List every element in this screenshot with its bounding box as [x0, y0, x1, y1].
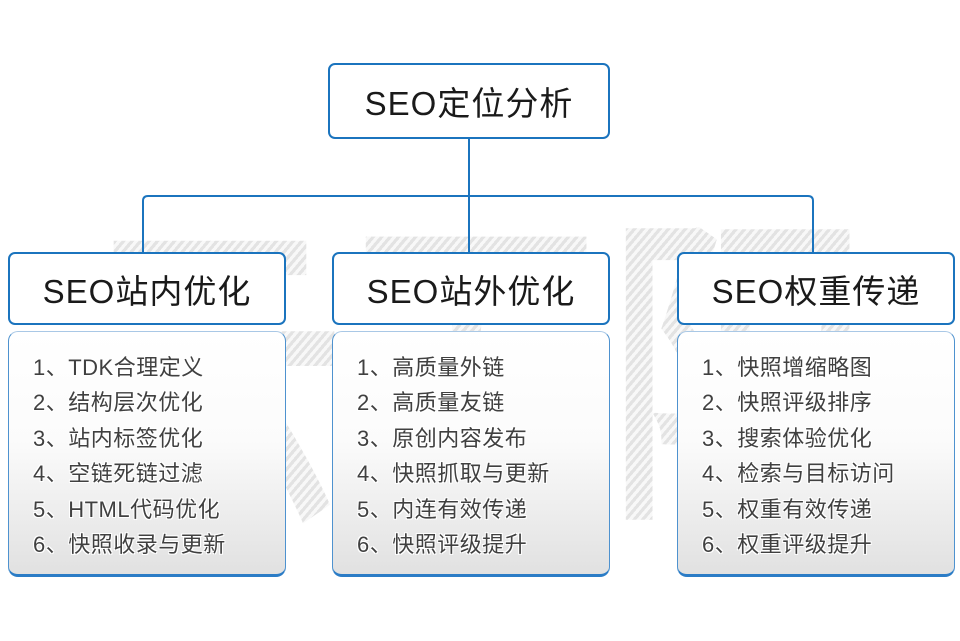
list-item: 5、内连有效传递: [357, 496, 528, 522]
list-item: 5、HTML代码优化: [33, 496, 221, 522]
list-item: 1、TDK合理定义: [33, 354, 204, 380]
column-panel-onsite: 1、TDK合理定义 2、结构层次优化 3、站内标签优化 4、空链死链过滤 5、H…: [8, 331, 286, 577]
list-item: 3、站内标签优化: [33, 425, 204, 451]
column-title: SEO站内优化: [42, 272, 252, 310]
column-panel-weight: 1、快照增缩略图 2、快照评级排序 3、搜索体验优化 4、检索与目标访问 5、权…: [677, 331, 955, 577]
list-item: 3、搜索体验优化: [702, 425, 873, 451]
list-item: 3、原创内容发布: [357, 425, 528, 451]
list-item: 1、快照增缩略图: [702, 354, 873, 380]
list-item: 2、高质量友链: [357, 390, 505, 416]
list-item: 4、空链死链过滤: [33, 461, 204, 487]
connector-bracket: [142, 195, 814, 252]
column-panel-offsite: 1、高质量外链 2、高质量友链 3、原创内容发布 4、快照抓取与更新 5、内连有…: [332, 331, 610, 577]
list-item: 6、快照收录与更新: [33, 532, 226, 558]
list-item: 4、检索与目标访问: [702, 461, 895, 487]
list-item: 6、权重评级提升: [702, 532, 873, 558]
root-box: SEO定位分析: [328, 63, 610, 139]
column-header-onsite: SEO站内优化: [8, 252, 286, 325]
column-header-offsite: SEO站外优化: [332, 252, 610, 325]
list-item: 2、结构层次优化: [33, 390, 204, 416]
root-box-label: SEO定位分析: [364, 85, 574, 122]
list-item: 2、快照评级排序: [702, 390, 873, 416]
column-title: SEO站外优化: [366, 272, 576, 310]
column-title: SEO权重传递: [711, 272, 921, 310]
list-item: 5、权重有效传递: [702, 496, 873, 522]
column-header-weight: SEO权重传递: [677, 252, 955, 325]
list-item: 6、快照评级提升: [357, 532, 528, 558]
list-item: 4、快照抓取与更新: [357, 461, 550, 487]
list-item: 1、高质量外链: [357, 354, 505, 380]
